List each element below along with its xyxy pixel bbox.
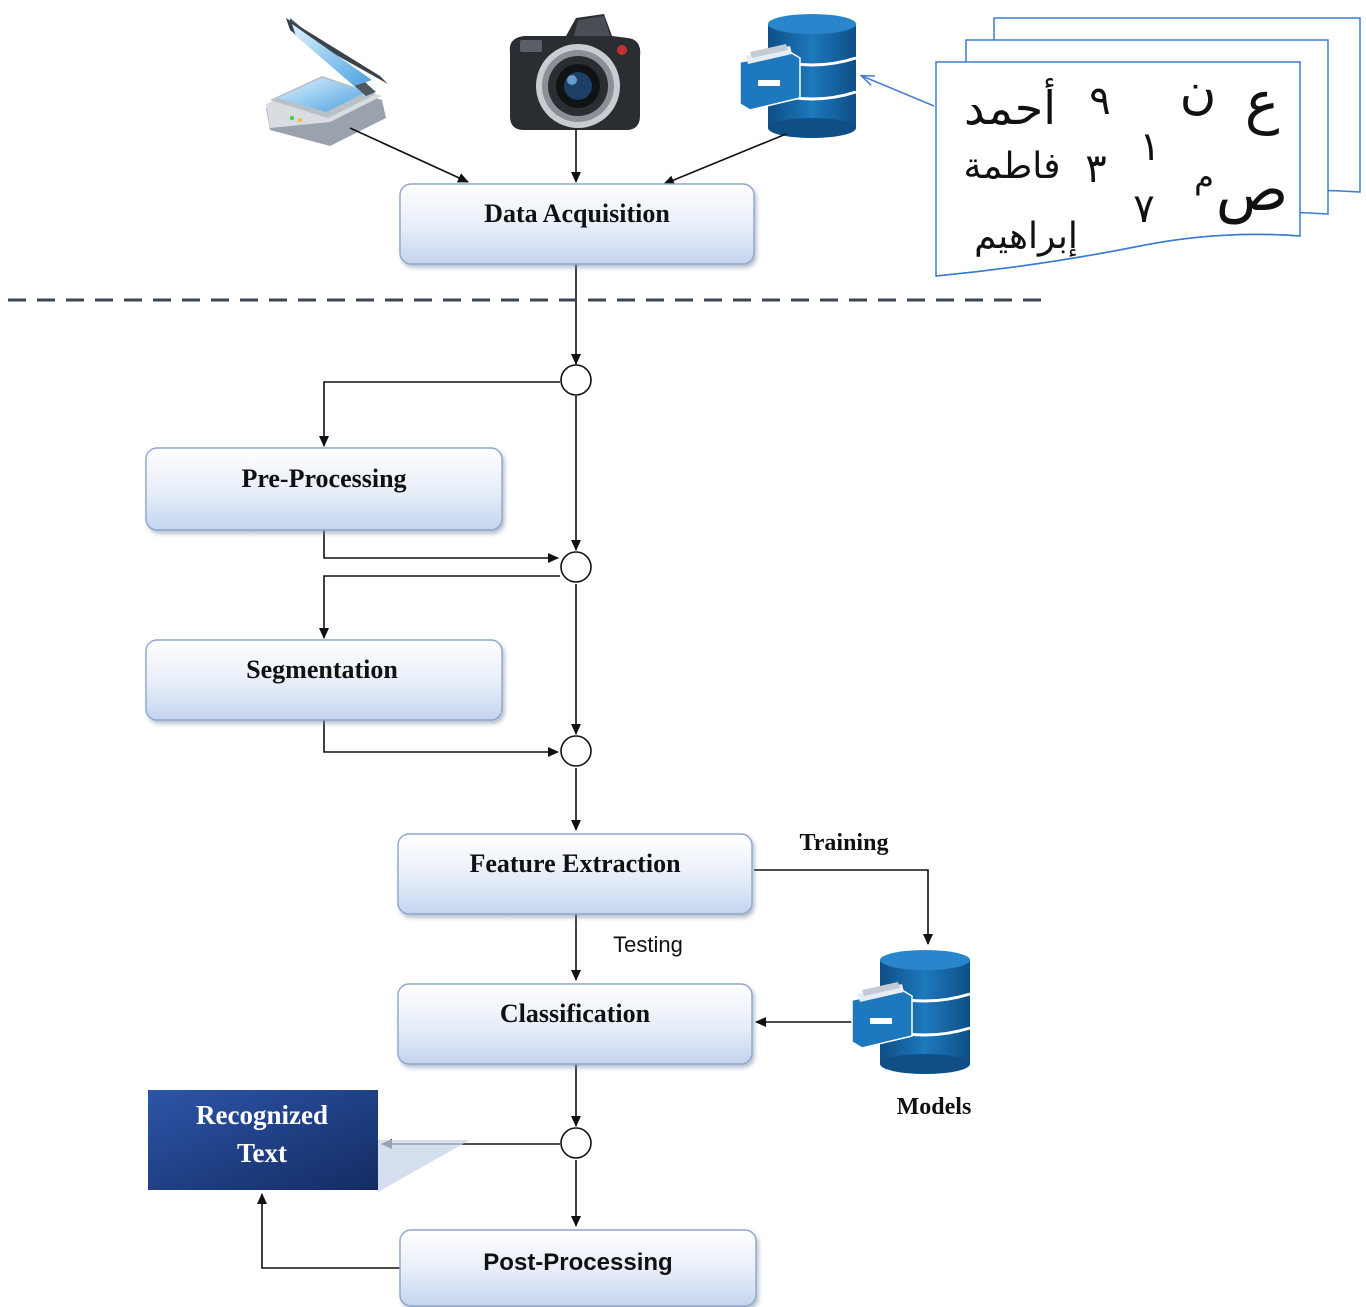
segmentation-box: Segmentation xyxy=(145,639,503,721)
arabic-char-noon: ن xyxy=(1180,62,1217,120)
feature-extraction-box: Feature Extraction xyxy=(397,833,753,915)
arabic-char-ain: ع xyxy=(1245,68,1280,136)
data-acquisition-label: Data Acquisition xyxy=(484,199,670,228)
pre-processing-label: Pre-Processing xyxy=(241,464,406,493)
camera-icon xyxy=(509,14,641,130)
post-processing-label: Post-Processing xyxy=(483,1249,672,1276)
training-label: Training xyxy=(800,830,889,856)
connector-lines xyxy=(257,127,933,1269)
arabic-char-meem: م xyxy=(1194,158,1214,196)
recognized-text-line1: Recognized xyxy=(196,1100,328,1130)
segmentation-label: Segmentation xyxy=(246,655,398,684)
recognized-text-output: Recognized Text xyxy=(148,1090,470,1192)
models-label: Models xyxy=(897,1094,972,1120)
arabic-digit-one: ١ xyxy=(1139,124,1160,170)
arabic-digit-nine: ٩ xyxy=(1089,78,1110,124)
classification-box: Classification xyxy=(397,983,753,1065)
arabic-digit-seven: ٧ xyxy=(1133,186,1154,232)
data-acquisition-box: Data Acquisition xyxy=(399,183,755,265)
junction-node xyxy=(560,551,592,583)
scanner-icon xyxy=(266,18,388,146)
arabic-word-ibrahim: إبراهيم xyxy=(974,216,1078,257)
models-database-icon xyxy=(851,950,971,1074)
junction-node xyxy=(560,364,592,396)
arabic-word-fatima: فاطمة xyxy=(964,146,1061,187)
classification-label: Classification xyxy=(500,999,651,1028)
post-processing-box: Post-Processing xyxy=(399,1229,757,1307)
testing-label: Testing xyxy=(613,932,683,957)
arabic-word-ahmad: أحمد xyxy=(964,78,1056,135)
junction-node xyxy=(560,735,592,767)
pre-processing-box: Pre-Processing xyxy=(145,447,503,531)
junction-nodes xyxy=(560,364,592,1159)
database-icon xyxy=(739,14,857,138)
arabic-char-sad: ص xyxy=(1216,155,1289,225)
feature-extraction-label: Feature Extraction xyxy=(469,849,681,878)
document-to-database-arrow xyxy=(862,76,935,107)
junction-node xyxy=(560,1127,592,1159)
arabic-digit-three: ٣ xyxy=(1085,146,1106,192)
arabic-document-stack: ع ن ٩ أحمد ص م ١ ٣ فاطمة ٧ إبراهيم xyxy=(935,17,1361,277)
recognized-text-line2: Text xyxy=(237,1138,287,1168)
